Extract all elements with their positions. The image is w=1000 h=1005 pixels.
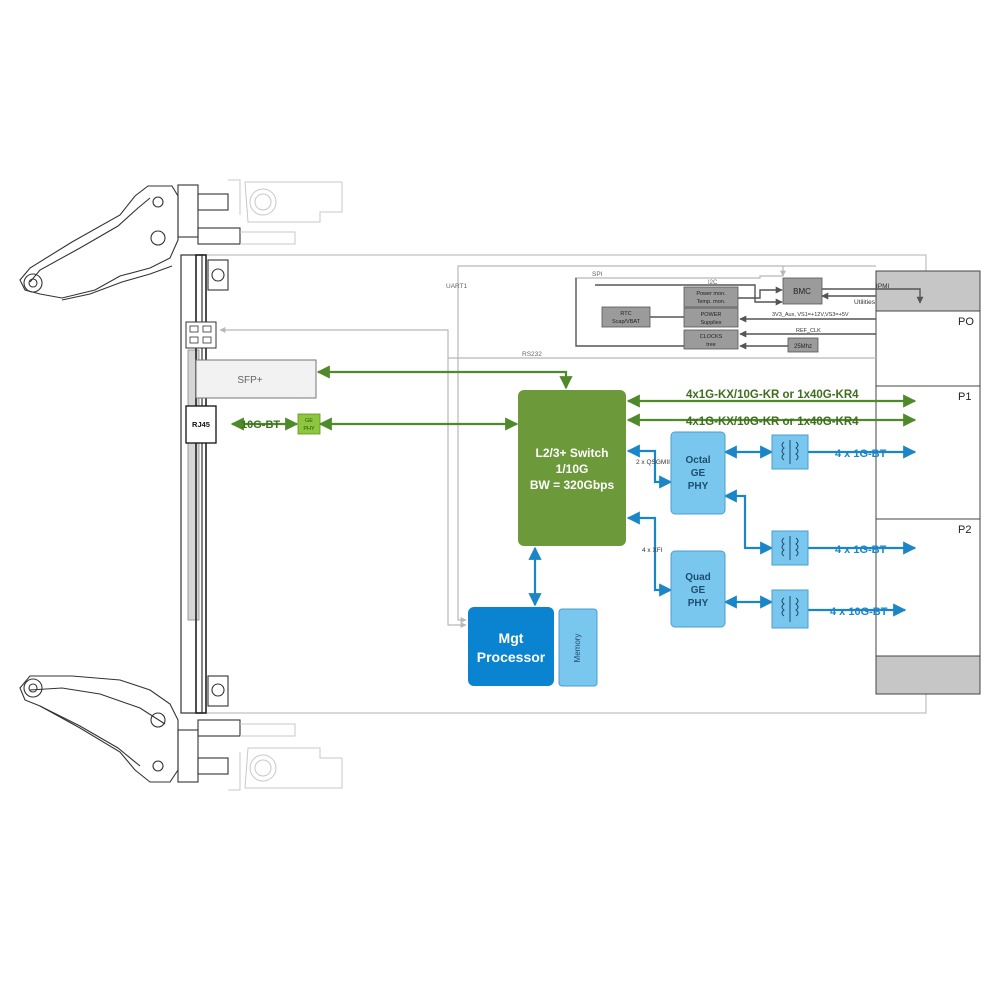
ge-phy-block: GE PHY	[297, 413, 321, 435]
svg-text:BW = 320Gbps: BW = 320Gbps	[530, 478, 615, 492]
i2c-label: I2C	[708, 280, 718, 286]
backplane-link-1-label: 4x1G-KX/10G-KR or 1x40G-KR4	[686, 389, 859, 401]
blue-links: 2 x QSGMII 4 x XFI 4 x 1G-BT 4 x 1G-BT 4…	[528, 444, 917, 618]
quad-out-label: 4 x 10G-BT	[830, 606, 888, 618]
magnetics-2-icon	[771, 530, 809, 566]
management-buses: UART1 RS232 SPI I2C IPMI Utilities 3V3_A…	[219, 265, 924, 628]
bmc-block: BMC	[782, 277, 823, 305]
svg-text:POWER: POWER	[701, 312, 722, 318]
svg-text:tree: tree	[706, 342, 715, 348]
rtc-block: RTC Scap/VBAT	[601, 306, 651, 328]
svg-text:Processor: Processor	[477, 649, 546, 665]
octal-out-2-label: 4 x 1G-BT	[835, 544, 887, 556]
front-panel	[180, 254, 217, 714]
spi-label: SPI	[592, 271, 603, 278]
svg-text:BMC: BMC	[793, 287, 811, 296]
ref-clk-label: REF_CLK	[796, 328, 821, 334]
magnetics-1-icon	[771, 434, 809, 470]
svg-text:Quad: Quad	[685, 572, 711, 583]
svg-text:Memory: Memory	[573, 634, 582, 663]
svg-text:RTC: RTC	[620, 311, 631, 317]
ipmi-label: IPMI	[876, 283, 890, 290]
svg-text:L2/3+ Switch: L2/3+ Switch	[535, 446, 608, 460]
green-links: 10G-BT 4x1G-KX/10G-KR or 1x40G-KR4 4x1G-…	[230, 365, 917, 431]
rj45-jack: RJ45	[185, 405, 217, 444]
octal-phy-block: Octal GE PHY	[670, 431, 726, 515]
connector-p1: P1	[958, 391, 971, 403]
svg-text:Octal: Octal	[685, 455, 710, 466]
svg-text:Power mon.: Power mon.	[696, 291, 726, 297]
backplane-link-2-label: 4x1G-KX/10G-KR or 1x40G-KR4	[686, 416, 859, 428]
connector-p2: P2	[958, 524, 971, 536]
oscillator-block: 25Mhz	[787, 337, 819, 353]
front-10g-label: 10G-BT	[241, 419, 280, 431]
svg-text:Supplies: Supplies	[700, 320, 721, 326]
backplane-connectors: PO P1 P2	[875, 270, 981, 695]
svg-text:Scap/VBAT: Scap/VBAT	[612, 319, 641, 325]
memory-block: Memory	[558, 608, 598, 687]
svg-text:Mgt: Mgt	[499, 630, 524, 646]
svg-text:SFP+: SFP+	[237, 375, 262, 386]
magnetics-3-icon	[771, 589, 809, 629]
svg-text:PHY: PHY	[688, 598, 709, 609]
switch-block: L2/3+ Switch 1/10G BW = 320Gbps	[518, 390, 626, 546]
bottom-ejector-handle	[19, 675, 343, 791]
svg-text:25Mhz: 25Mhz	[794, 344, 812, 350]
utilities-label: Utilities	[854, 299, 876, 306]
svg-text:PHY: PHY	[303, 426, 315, 432]
xfi-label: 4 x XFI	[642, 547, 663, 554]
power-rails-label: 3V3_Aux, VS1=+12V,VS3=+5V	[772, 312, 849, 318]
svg-text:Temp. mon.: Temp. mon.	[697, 299, 726, 305]
svg-text:CLOCKS: CLOCKS	[700, 334, 723, 340]
octal-out-label: 4 x 1G-BT	[835, 448, 887, 460]
power-monitor-block: Power mon. Temp. mon.	[683, 286, 739, 308]
quad-phy-block: Quad GE PHY	[670, 550, 726, 628]
mgt-processor-block: Mgt Processor	[468, 607, 554, 686]
clocks-block: CLOCKS tree	[683, 329, 739, 350]
uart-label: UART1	[446, 283, 468, 290]
connector-p0: PO	[958, 316, 974, 328]
top-ejector-handle	[19, 179, 343, 301]
rs232-label: RS232	[522, 351, 542, 358]
power-supplies-block: POWER Supplies	[683, 307, 739, 328]
qsgmii-label: 2 x QSGMII	[636, 459, 670, 466]
svg-text:GE: GE	[691, 468, 706, 479]
svg-text:RJ45: RJ45	[192, 420, 210, 429]
svg-text:GE: GE	[691, 585, 706, 596]
svg-text:1/10G: 1/10G	[556, 462, 589, 476]
svg-text:GE: GE	[305, 418, 313, 424]
sfp-plus-cage: SFP+	[195, 359, 317, 399]
svg-text:PHY: PHY	[688, 481, 709, 492]
